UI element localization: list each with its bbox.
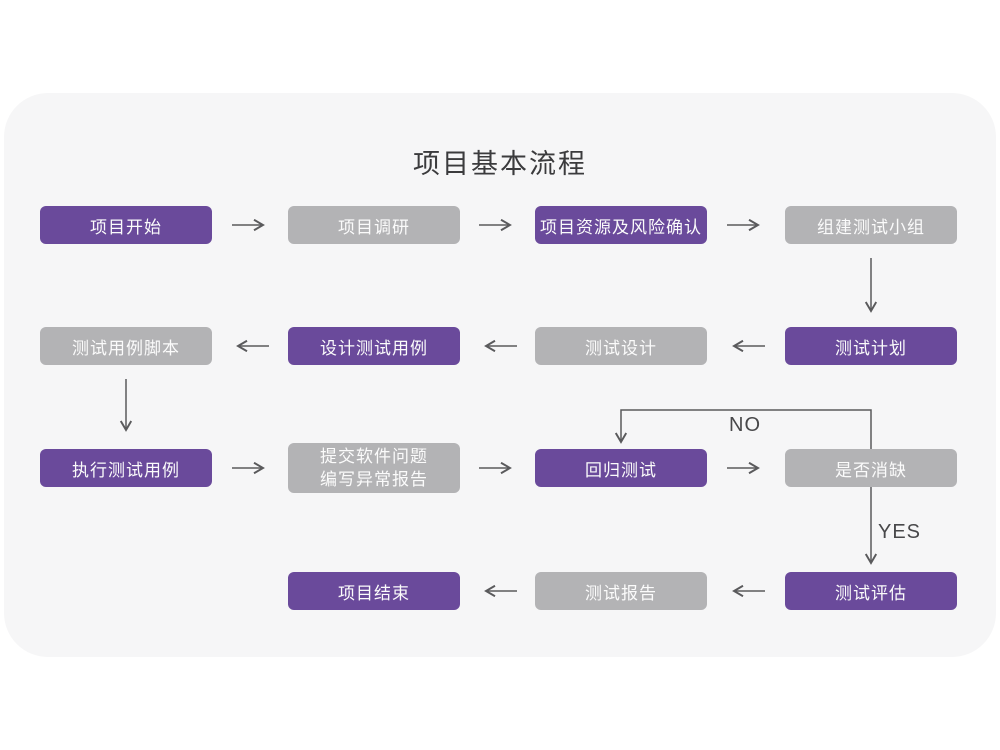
node-label: 项目开始 — [90, 217, 162, 237]
node-test-design: 测试设计 — [535, 327, 707, 365]
node-label: 执行测试用例 — [72, 460, 180, 480]
node-label: 项目资源及风险确认 — [540, 217, 702, 237]
node-resources-and-risk: 项目资源及风险确认 — [535, 206, 707, 244]
edge-label-yes: YES — [878, 521, 922, 543]
node-project-research: 项目调研 — [288, 206, 460, 244]
node-label: 回归测试 — [585, 460, 657, 480]
node-label: 测试设计 — [585, 338, 657, 358]
node-build-test-team: 组建测试小组 — [785, 206, 957, 244]
node-test-case-script: 测试用例脚本 — [40, 327, 212, 365]
node-test-evaluation: 测试评估 — [785, 572, 957, 610]
node-label-line2: 编写异常报告 — [320, 470, 428, 489]
node-project-start: 项目开始 — [40, 206, 212, 244]
node-label: 测试评估 — [835, 583, 907, 603]
node-design-test-cases: 设计测试用例 — [288, 327, 460, 365]
node-label: 项目结束 — [338, 583, 410, 603]
node-test-report: 测试报告 — [535, 572, 707, 610]
diagram-title: 项目基本流程 — [413, 149, 587, 179]
flowchart-card — [4, 93, 996, 657]
node-defect-resolved: 是否消缺 — [785, 449, 957, 487]
node-label: 测试报告 — [585, 583, 657, 603]
node-label: 组建测试小组 — [817, 217, 925, 237]
node-label: 测试用例脚本 — [72, 338, 180, 358]
edge-label-no: NO — [729, 414, 761, 436]
node-label: 测试计划 — [835, 338, 907, 358]
node-label: 项目调研 — [338, 217, 410, 237]
node-test-plan: 测试计划 — [785, 327, 957, 365]
node-submit-issue-report: 提交软件问题 编写异常报告 — [288, 443, 460, 493]
node-project-end: 项目结束 — [288, 572, 460, 610]
node-regression-test: 回归测试 — [535, 449, 707, 487]
node-label: 是否消缺 — [835, 460, 907, 480]
node-label-line1: 提交软件问题 — [320, 447, 428, 466]
node-execute-test-cases: 执行测试用例 — [40, 449, 212, 487]
node-label: 设计测试用例 — [320, 338, 428, 358]
